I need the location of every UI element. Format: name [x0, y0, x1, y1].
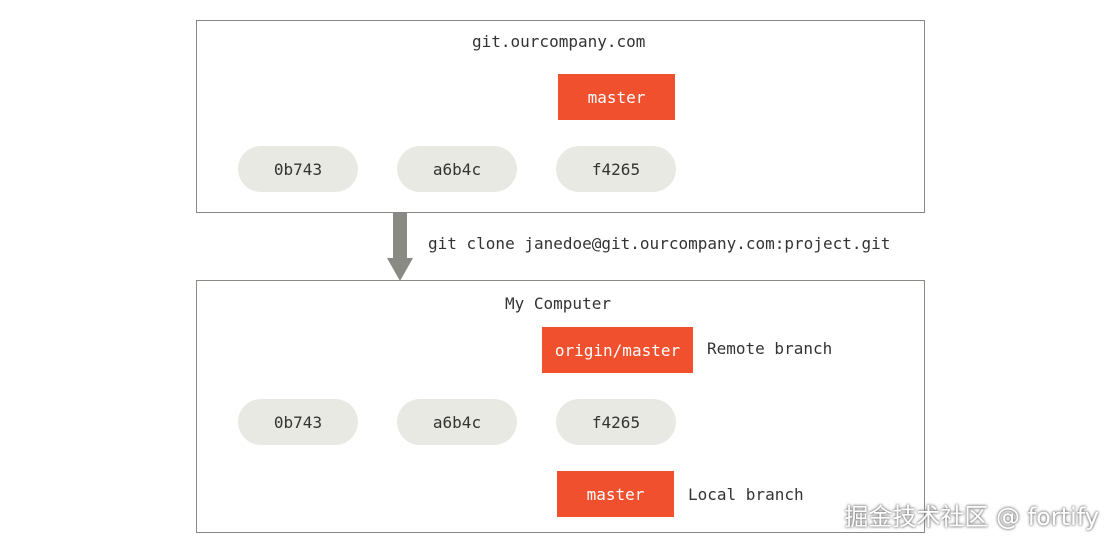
server-commit-0b743: 0b743	[238, 146, 358, 192]
watermark: 掘金技术社区 @ fortify	[844, 503, 1099, 531]
clone-command: git clone janedoe@git.ourcompany.com:pro…	[428, 234, 891, 253]
server-commit-a6b4c: a6b4c	[397, 146, 517, 192]
remote-branch-annotation: Remote branch	[707, 339, 833, 358]
local-commit-0b743: 0b743	[238, 399, 358, 445]
local-commit-a6b4c: a6b4c	[397, 399, 517, 445]
server-branch-master: master	[558, 74, 675, 120]
local-commit-f4265: f4265	[556, 399, 676, 445]
local-branch-master: master	[557, 471, 674, 517]
server-title: git.ourcompany.com	[472, 32, 646, 51]
local-branch-annotation: Local branch	[688, 485, 804, 504]
server-commit-f4265: f4265	[556, 146, 676, 192]
local-title: My Computer	[505, 294, 611, 313]
clone-arrow	[387, 213, 413, 281]
local-branch-origin-master: origin/master	[542, 327, 693, 373]
